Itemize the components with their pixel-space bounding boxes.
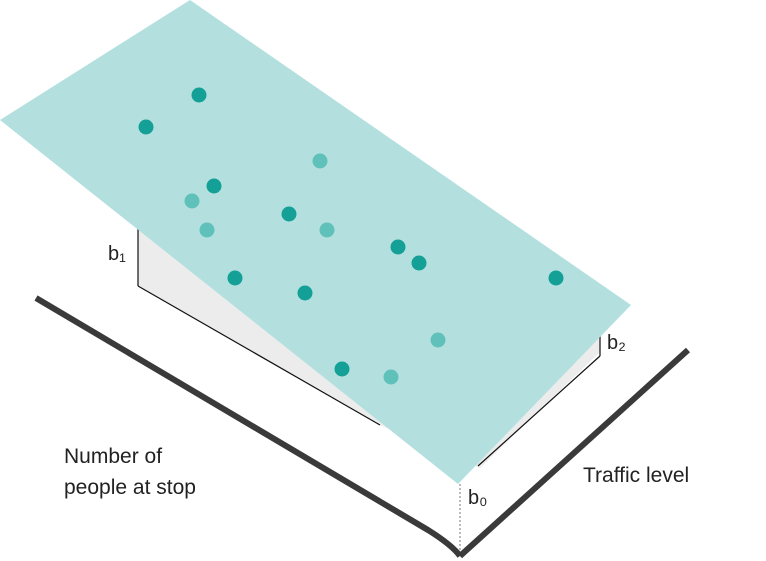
data-point [227,270,243,286]
x-axis-label: Number of people at stop [64,445,196,499]
x-axis-line [34,295,463,558]
data-point [334,361,350,377]
data-point [281,206,297,222]
data-point [184,193,200,209]
data-point [411,255,427,271]
y-axis-label: Traffic level [583,464,689,487]
data-points [138,87,564,385]
x-axis-label-line1: Number of [64,445,162,468]
data-point [191,87,207,103]
data-point [312,153,328,169]
y-axis-line [457,347,691,559]
data-point [548,270,564,286]
b1-label: b₁ [108,243,126,265]
x-axis-label-line2: people at stop [64,476,196,499]
data-point [319,222,335,238]
data-point [430,332,446,348]
data-point [383,369,399,385]
floor-right-edge [477,355,601,467]
data-point [199,222,215,238]
floor-left-edge [137,285,381,426]
regression-plane [0,0,631,484]
b2-label: b₂ [607,332,626,354]
data-point [206,178,222,194]
data-point [390,239,406,255]
b0-label: b₀ [468,487,487,509]
data-point [138,119,154,135]
data-point [297,285,313,301]
